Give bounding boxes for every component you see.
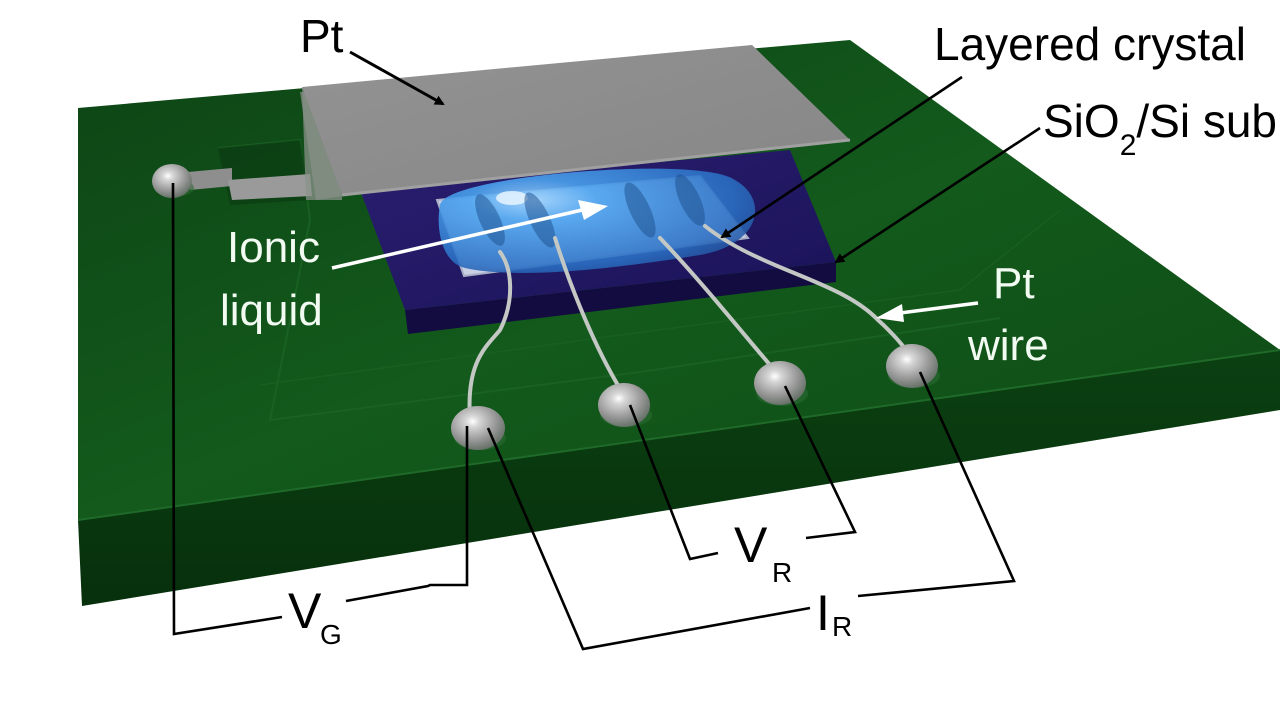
vg-lead-left (171, 182, 283, 636)
pt-wire-3 (658, 236, 778, 374)
pt-wire-arrow (876, 301, 979, 322)
ir-symbol: I (816, 585, 830, 641)
board-front-face (78, 350, 1280, 606)
substrate-label-suffix: /Si sub (1136, 95, 1277, 147)
vr-lead-right (783, 385, 857, 540)
pt-wire-1 (467, 250, 513, 420)
ionic-liquid-label-line2: liquid (220, 286, 323, 335)
ionic-liquid-label-line1: Ionic (227, 223, 320, 272)
vg-subscript: G (320, 619, 342, 650)
ionic-liquid-arrow (331, 200, 608, 270)
pt-plate-label: Pt (300, 10, 344, 62)
ionic-liquid-droplet (438, 168, 756, 273)
pad-3 (754, 361, 808, 406)
substrate-label: SiO2/Si sub (1043, 95, 1277, 162)
pt-wire-2 (553, 236, 624, 394)
vr-lead-left (628, 404, 719, 561)
pt-wires (467, 224, 910, 420)
pt-gate-plate (302, 45, 851, 200)
ir-lead-left (486, 427, 811, 651)
vg-lead-right (345, 426, 469, 603)
vg-symbol: V (288, 583, 322, 639)
measurement-leads (171, 182, 1016, 651)
layered-crystal-label: Layered crystal (934, 18, 1246, 70)
pt-wire-label-line2: wire (967, 321, 1049, 370)
board-trace-outline-2 (259, 209, 1061, 386)
substrate-label-subscript: 2 (1120, 129, 1137, 162)
ir-subscript: R (832, 611, 852, 642)
pt-wire-4 (703, 224, 910, 354)
pad-4 (886, 344, 940, 388)
board-edge-highlight (77, 349, 1280, 521)
vr-subscript: R (772, 557, 792, 588)
pad-2 (598, 383, 652, 427)
substrate-label-prefix: SiO (1043, 95, 1120, 147)
vr-symbol: V (734, 517, 768, 573)
pt-arrow (349, 50, 445, 106)
layered-crystal-arrow (720, 75, 963, 239)
annotation-arrows (331, 50, 1041, 322)
ir-lead-right (857, 371, 1016, 598)
pt-wire-label-line1: Pt (993, 259, 1035, 308)
substrate-arrow (834, 126, 1041, 264)
board-trace-outline (217, 138, 1001, 422)
pt-plate-edge (341, 138, 851, 197)
pt-plate-top (302, 45, 850, 195)
pt-plate-side (302, 87, 342, 200)
substrate-front (405, 262, 836, 334)
